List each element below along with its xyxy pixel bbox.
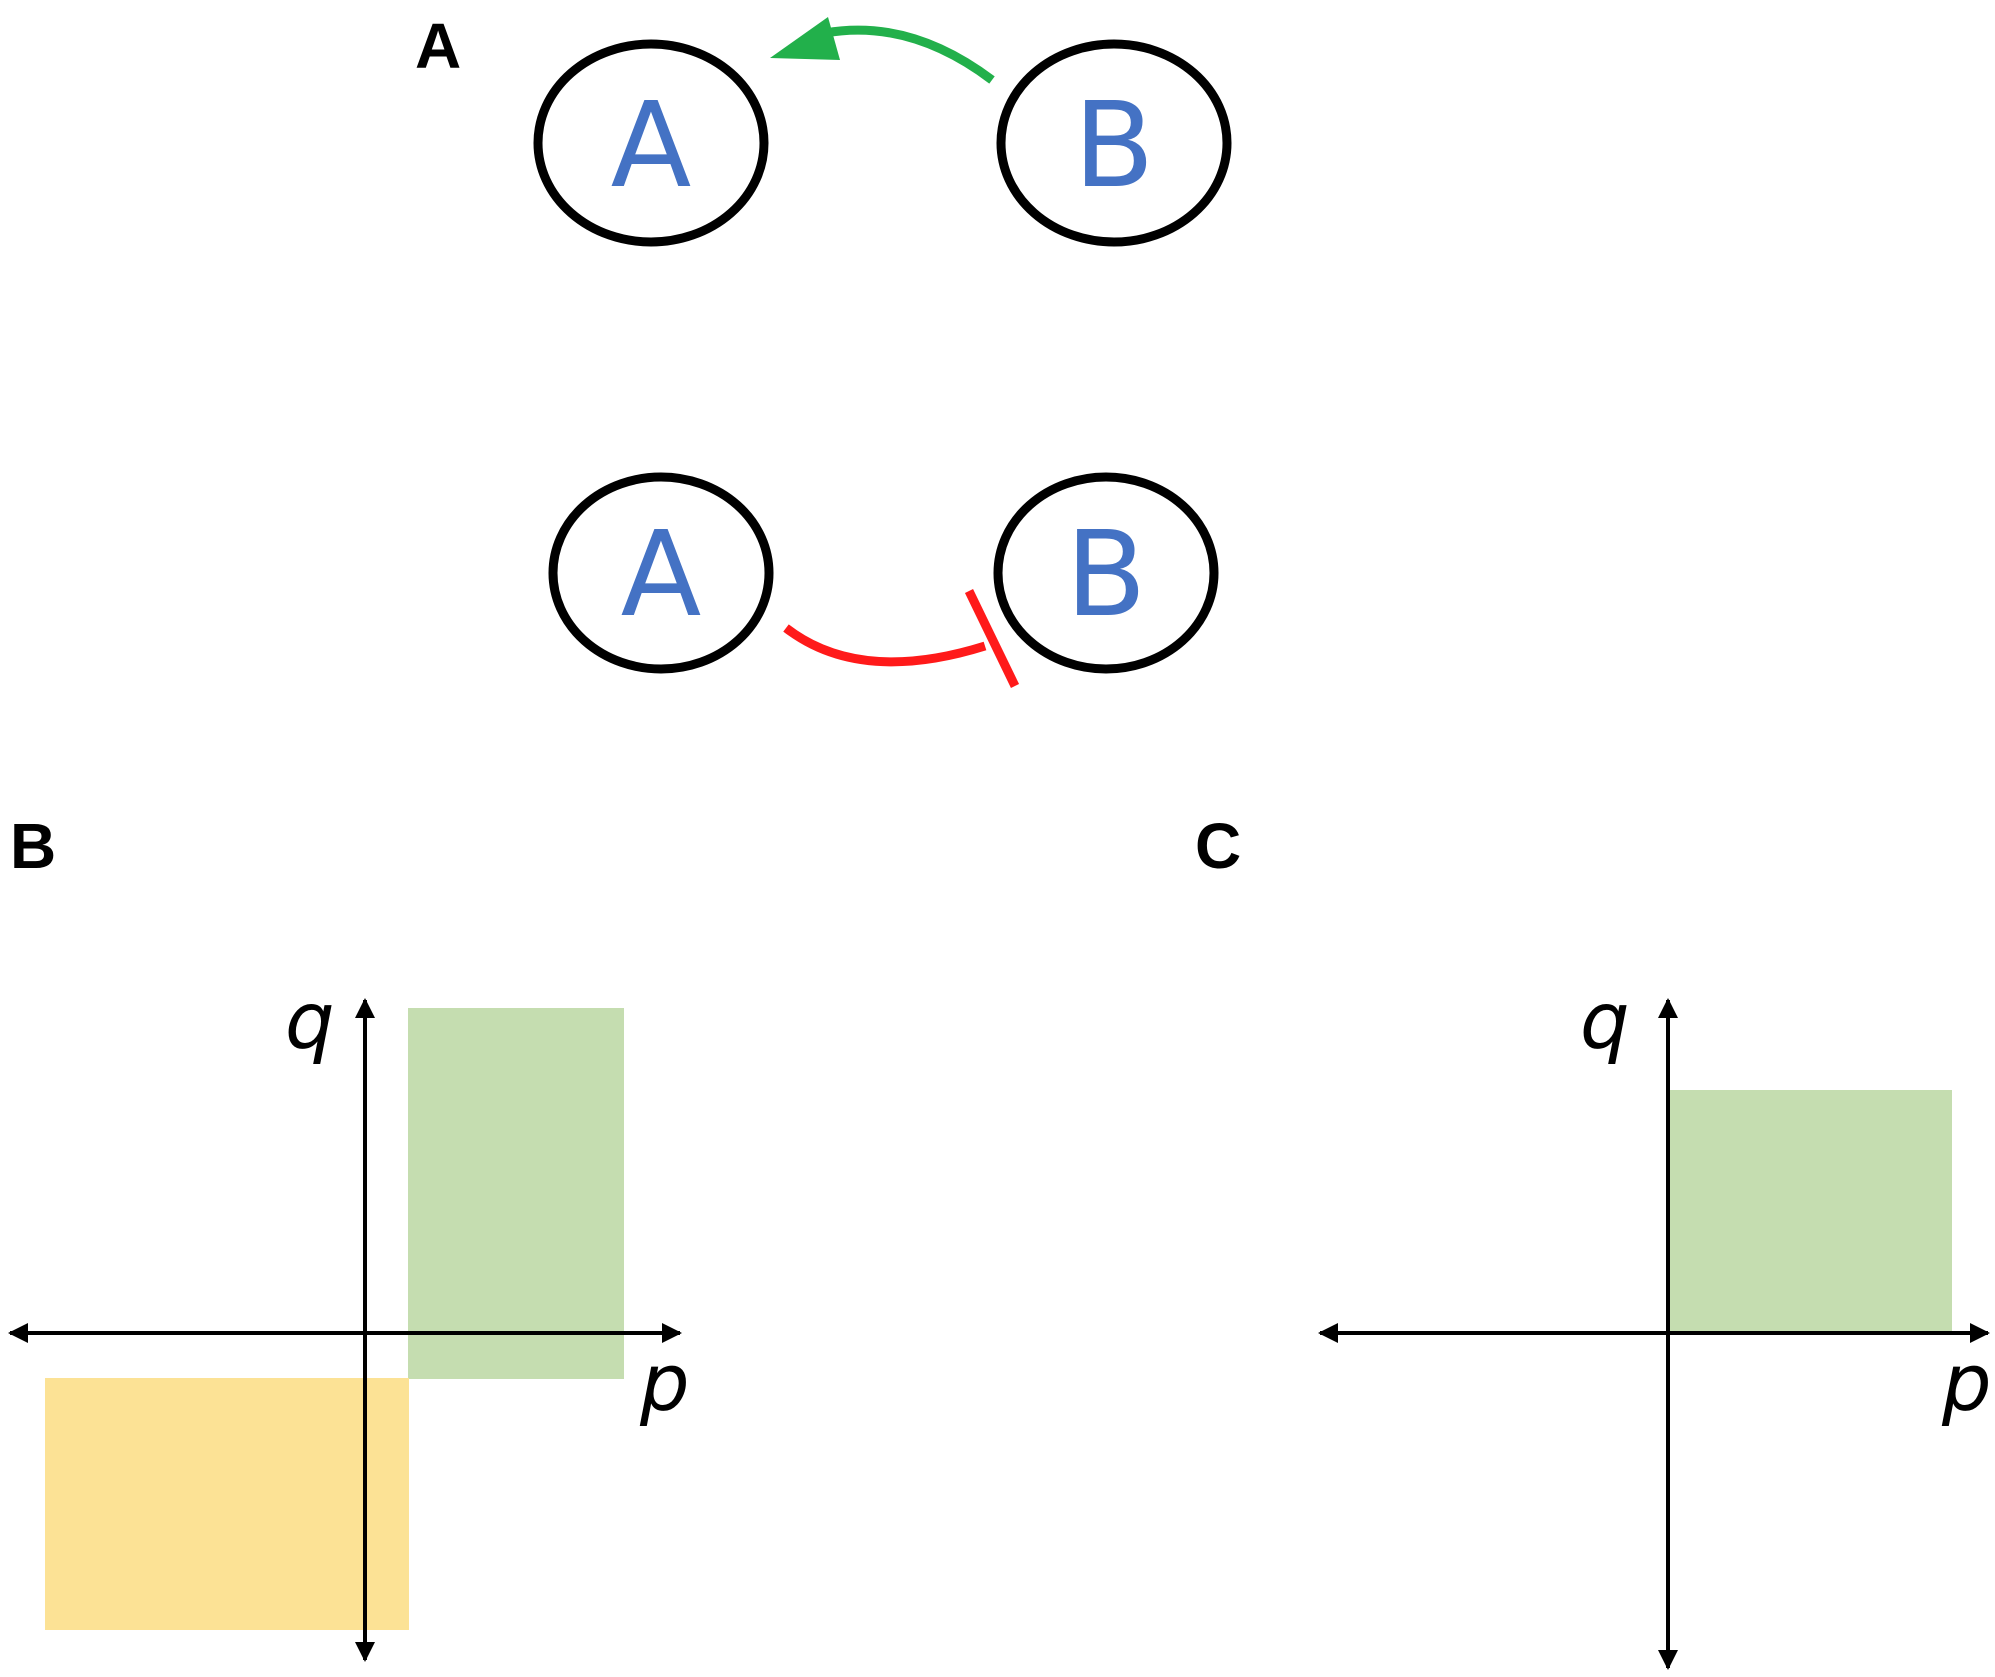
p-axis-label: p	[639, 1339, 690, 1429]
node-circle-a-bottom	[548, 472, 774, 674]
quadrant-i-region	[1668, 1090, 1952, 1333]
panel-c: C q p	[1195, 810, 1992, 1670]
inhibition-edge	[783, 624, 987, 667]
inhibition-row: A B	[548, 472, 1219, 688]
node-b-top-label: B	[1074, 76, 1155, 214]
panel-c-label: C	[1195, 810, 1241, 882]
node-circle-b-bottom	[993, 472, 1219, 674]
panel-b-label: B	[10, 810, 56, 882]
p-axis-label: p	[1941, 1339, 1992, 1429]
node-b-bottom-label: B	[1066, 505, 1147, 643]
node-a-bottom-label: A	[621, 505, 702, 643]
q-axis-label: q	[1580, 977, 1630, 1067]
quadrant-iii-region	[45, 1378, 409, 1630]
quadrant-i-region	[408, 1008, 624, 1379]
panel-a-label: A	[415, 10, 461, 82]
node-a-top-label: A	[611, 76, 692, 214]
activation-edge	[824, 25, 995, 84]
q-axis-label: q	[285, 977, 335, 1067]
panel-a: A A B A B	[415, 10, 1232, 688]
inhibition-bar	[964, 589, 1020, 688]
activation-arrowhead	[770, 17, 840, 60]
node-circle-b-top	[996, 39, 1232, 247]
panel-b: B q p	[8, 810, 690, 1662]
node-circle-a-top	[533, 39, 769, 247]
activation-row: A B	[533, 17, 1232, 247]
